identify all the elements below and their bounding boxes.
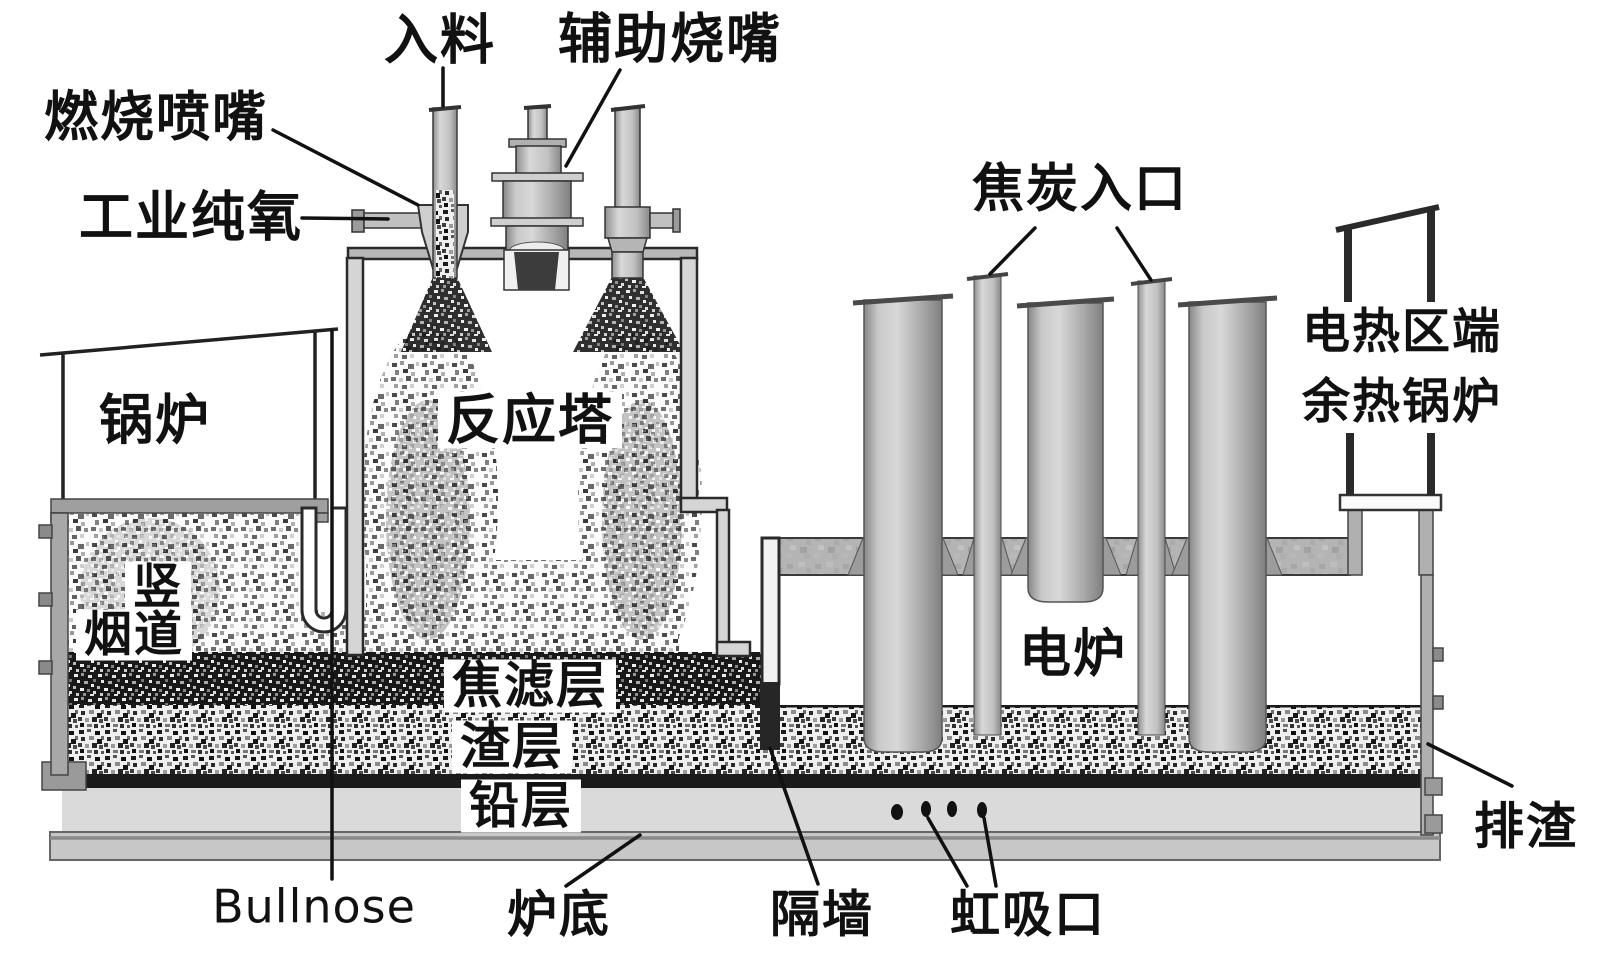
label-coke-inlet: 焦炭入口 <box>971 159 1189 220</box>
label-coke-filter-layer: 焦滤层 <box>444 659 616 713</box>
label-slag-discharge: 排渣 <box>1474 797 1578 856</box>
electrodes <box>852 293 1278 753</box>
lance-pipe-assembly <box>604 104 681 279</box>
waste-heat-boiler-outline <box>1335 204 1443 512</box>
label-bullnose: Bullnose <box>212 879 416 934</box>
label-feed-inlet: 入料 <box>384 8 496 72</box>
label-waste-heat-boiler-line2: 余热锅炉 <box>1301 373 1503 430</box>
leader-lines <box>271 66 1514 888</box>
auxiliary-burner-assembly <box>490 104 584 291</box>
label-reaction-tower: 反应塔 <box>438 391 622 449</box>
label-auxiliary-burner: 辅助烧嘴 <box>558 7 782 71</box>
label-slag-layer: 渣层 <box>452 720 572 774</box>
label-industrial-oxygen: 工业纯氧 <box>79 185 303 249</box>
label-siphon-port: 虹吸口 <box>950 885 1106 944</box>
partition-wall-structure <box>760 536 781 750</box>
siphon-dots <box>891 801 987 820</box>
vertical-flue-structure <box>38 512 69 776</box>
label-combustion-nozzle: 燃烧喷嘴 <box>44 85 268 149</box>
label-lead-layer: 铅层 <box>461 779 581 833</box>
label-boiler: 锅炉 <box>99 388 211 452</box>
label-vertical-flue-2: 烟道 <box>75 609 193 661</box>
furnace-right-wall <box>1347 508 1444 836</box>
reaction-tower-shell <box>345 246 752 658</box>
label-furnace-bottom: 炉底 <box>507 885 611 944</box>
coke-inlet-pipes <box>966 272 1173 736</box>
feed-pipe-assembly <box>351 105 469 279</box>
label-partition-wall: 隔墙 <box>770 885 874 944</box>
label-vertical-flue-1: 竖 <box>124 561 192 613</box>
boiler-box <box>39 327 339 523</box>
label-electric-furnace: 电炉 <box>1018 624 1128 685</box>
label-waste-heat-boiler-line1: 电热区端 <box>1301 303 1503 360</box>
